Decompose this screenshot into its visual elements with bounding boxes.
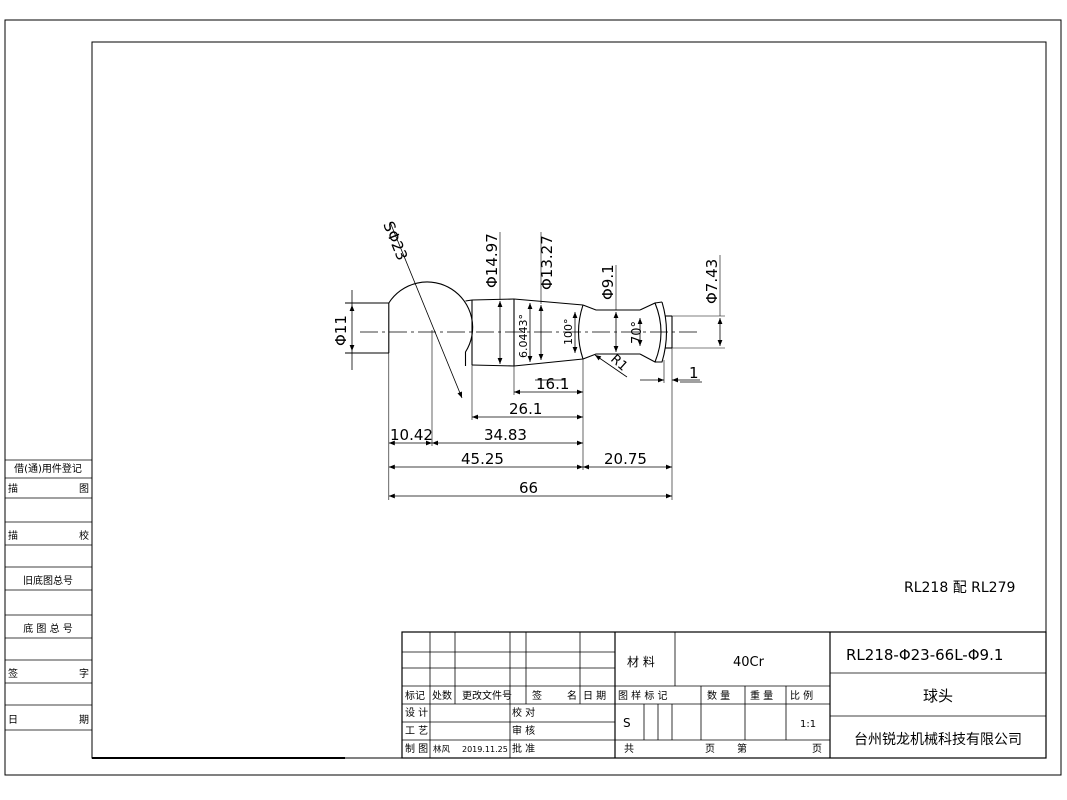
tb-design-label: 设 计	[405, 706, 428, 719]
tb-scale-value: 1:1	[800, 719, 816, 730]
tb-approve-label: 批 准	[512, 742, 535, 755]
side-sign-label: 签	[8, 667, 18, 680]
side-register-table	[5, 459, 92, 731]
extension-lines	[388, 232, 725, 500]
dim-length-66: 66	[519, 479, 538, 497]
dim-length-45-25: 45.25	[461, 450, 504, 468]
tb-sample-mark-label: 图 样 标 记	[618, 689, 668, 702]
side-check-label: 描	[8, 529, 18, 542]
side-date-label-2: 期	[79, 714, 89, 726]
dim-length-10-42: 10.42	[390, 426, 433, 444]
dim-length-34-83: 34.83	[484, 426, 527, 444]
dim-dia-14-97: Φ14.97	[483, 233, 501, 288]
tb-drawer-name: 林风	[433, 744, 451, 755]
tb-header-date: 日 期	[583, 690, 606, 702]
tb-qty-label: 数 量	[707, 689, 730, 702]
tb-page-label-2: 页	[812, 743, 822, 755]
outer-border	[4, 19, 1062, 776]
tb-company-name: 台州锐龙机械科技有限公司	[854, 732, 1022, 748]
dimension-lines	[349, 221, 723, 499]
tb-part-name: 球头	[923, 687, 953, 705]
side-sign-label-2: 字	[79, 667, 89, 680]
tb-drawing-number: RL218-Φ23-66L-Φ9.1	[846, 646, 1003, 664]
side-check-label-2: 校	[79, 529, 89, 542]
dim-length-20-75: 20.75	[604, 450, 647, 468]
tb-nth-label: 第	[737, 742, 747, 755]
dim-dia-13-27: Φ13.27	[538, 235, 556, 290]
side-old-number-label: 旧底图总号	[23, 574, 73, 587]
dim-dia-7-43: Φ7.43	[703, 259, 721, 304]
tb-draw-label: 制 图	[405, 742, 428, 755]
dim-angle-6-0443: 6.0443°	[517, 314, 530, 358]
tb-review-label: 审 核	[512, 724, 535, 737]
dim-length-16-1: 16.1	[536, 375, 569, 393]
tb-page-label-1: 页	[705, 743, 715, 755]
side-date-label: 日	[8, 715, 18, 726]
dim-sphere-diameter: SΦ23	[379, 219, 411, 263]
tb-header-mark: 标记	[405, 690, 425, 702]
part-outline	[345, 281, 673, 367]
dim-radius-1: R1	[607, 352, 630, 375]
tb-material-value: 40Cr	[733, 655, 765, 670]
tb-material-label: 材 料	[627, 655, 655, 669]
tb-weight-label: 重 量	[750, 689, 773, 702]
tb-header-change-doc: 更改文件号	[462, 689, 512, 702]
dim-angle-70: 70°	[630, 321, 645, 344]
side-trace-label: 描	[8, 482, 18, 495]
dim-dia-11: Φ11	[332, 315, 350, 346]
side-base-number-label: 底 图 总 号	[23, 622, 73, 635]
tb-header-count: 处数	[432, 689, 452, 702]
dim-length-1: 1	[689, 364, 699, 382]
side-register-title: 借(通)用件登记	[14, 462, 82, 475]
dim-length-26-1: 26.1	[509, 400, 542, 418]
title-block	[401, 631, 1047, 759]
assembly-note: RL218 配 RL279	[904, 580, 1015, 596]
tb-total-label: 共	[624, 743, 634, 755]
tb-proofread-label: 校 对	[512, 706, 535, 719]
side-trace-label-2: 图	[79, 483, 89, 495]
dim-dia-9-1: Φ9.1	[599, 264, 617, 300]
tb-header-name: 名	[567, 689, 577, 702]
tb-sample-mark-value: S	[623, 716, 631, 730]
dim-angle-100: 100°	[562, 319, 575, 346]
tb-process-label: 工 艺	[405, 725, 428, 737]
tb-scale-label: 比 例	[790, 689, 813, 702]
tb-draw-date: 2019.11.25	[462, 745, 508, 754]
tb-header-sign: 签	[532, 689, 542, 702]
